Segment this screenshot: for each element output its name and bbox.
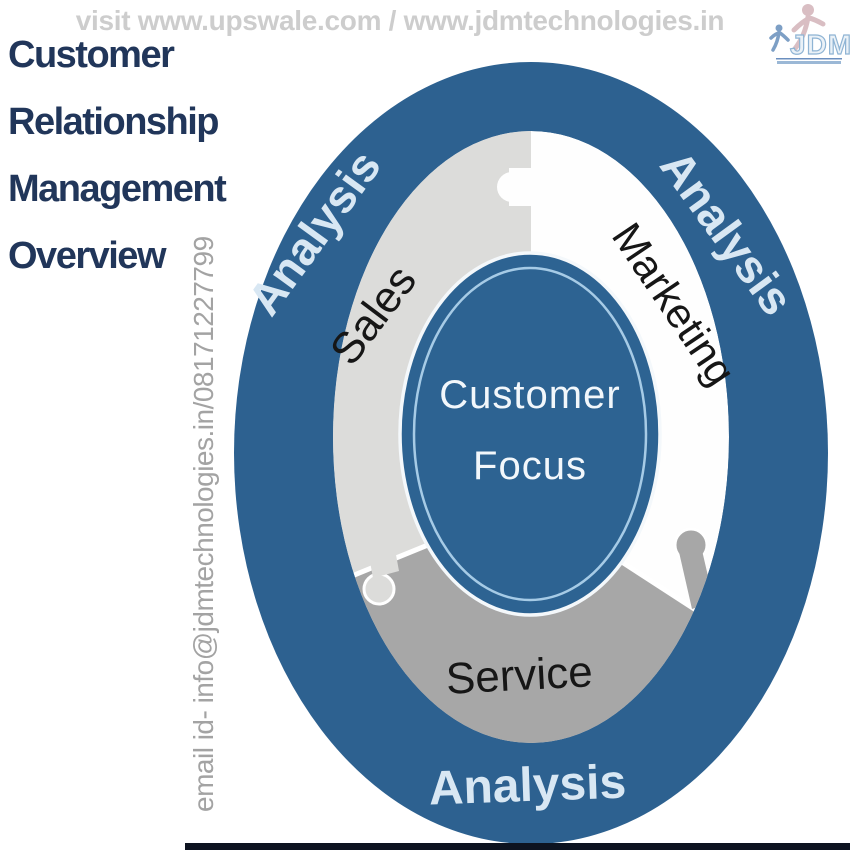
title-line-customer: Customer <box>8 34 175 76</box>
center-label-line1: Customer <box>439 373 620 417</box>
puzzle-tab-top <box>497 172 527 202</box>
logo-person-icon <box>791 4 826 53</box>
label-analysis-bottom: Analysis <box>428 756 627 816</box>
center-circle-inner-ring <box>412 266 648 602</box>
page-title: Customer Relationship Management Overvie… <box>8 22 227 290</box>
title-line-management: Management <box>8 168 227 210</box>
logo-small-person-icon <box>769 24 790 52</box>
center-label-line2: Focus <box>473 444 587 488</box>
title-line-overview: Overview <box>8 235 167 277</box>
title-line-relationship: Relationship <box>8 101 220 143</box>
puzzle-tab-left <box>362 572 396 606</box>
label-service: Service <box>445 647 594 704</box>
email-contact-watermark: email id- info@jdmtechnologies.in/081712… <box>188 236 219 812</box>
visit-websites-text: visit www.upswale.com / www.jdmtechnolog… <box>75 5 725 36</box>
segment-divider-right <box>529 500 729 743</box>
jdm-logo: JDM <box>769 4 850 64</box>
center-circle <box>398 251 662 617</box>
puzzle-tab-left-neck <box>368 544 399 578</box>
logo-jdm-text: JDM <box>790 29 850 60</box>
logo-tagline-text <box>777 61 841 64</box>
logo-rule <box>776 58 842 60</box>
bottom-edge-bar <box>185 843 850 850</box>
